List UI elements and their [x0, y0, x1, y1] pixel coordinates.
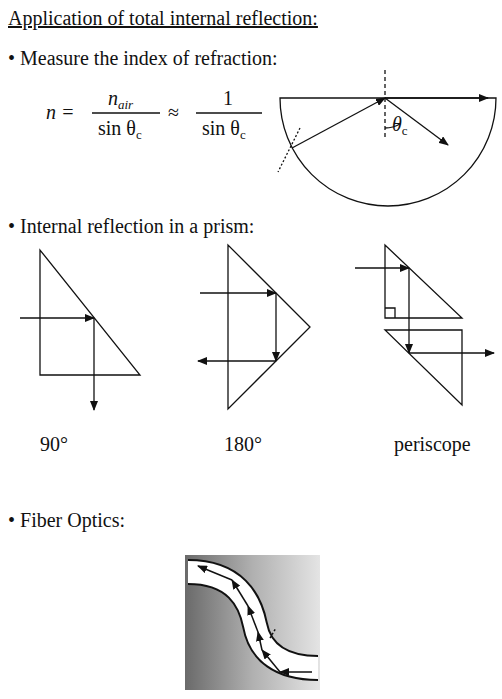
prism-180 — [198, 245, 310, 409]
label-text: periscope — [394, 433, 471, 455]
subscript-text: c — [136, 127, 142, 142]
page-title: Application of total internal reflection… — [8, 7, 318, 29]
fiber-optic — [185, 555, 320, 690]
label-text: n = — [46, 101, 75, 123]
subscript-text: c — [240, 127, 246, 142]
label-text: ≈ — [168, 101, 179, 123]
text-group: 90° — [40, 432, 68, 456]
text-group: sin θc — [98, 116, 142, 143]
label-text: 90° — [40, 433, 68, 455]
semicircle-figure — [278, 70, 496, 206]
subscript-text: air — [118, 97, 133, 112]
text-group: • Internal reflection in a prism: — [8, 214, 254, 238]
label-text: 180° — [224, 433, 262, 455]
text-group: 1 — [223, 86, 233, 110]
label-text: • Fiber Optics: — [8, 509, 125, 531]
label-text: sin θ — [98, 117, 136, 139]
fraction-bar — [196, 112, 262, 113]
text-group: n = — [46, 100, 75, 124]
fraction-bar — [92, 112, 160, 113]
text-group: nair — [108, 86, 133, 113]
prism-90 — [20, 250, 140, 410]
text-group: θc — [392, 112, 408, 139]
text-group: sin θc — [202, 116, 246, 143]
label-text: θ — [392, 113, 402, 135]
label-text: sin θ — [202, 117, 240, 139]
periscope-prisms — [355, 245, 494, 405]
text-group: ≈ — [168, 100, 179, 124]
text-group: periscope — [394, 432, 471, 456]
text-group: Application of total internal reflection… — [8, 6, 318, 30]
text-group: 180° — [224, 432, 262, 456]
text-group: • Fiber Optics: — [8, 508, 125, 532]
text-group: • Measure the index of refraction: — [8, 46, 278, 70]
label-text: • Internal reflection in a prism: — [8, 215, 254, 237]
label-text: 1 — [223, 87, 233, 109]
label-text: • Measure the index of refraction: — [8, 47, 278, 69]
subscript-text: c — [402, 123, 408, 138]
label-text: n — [108, 87, 118, 109]
